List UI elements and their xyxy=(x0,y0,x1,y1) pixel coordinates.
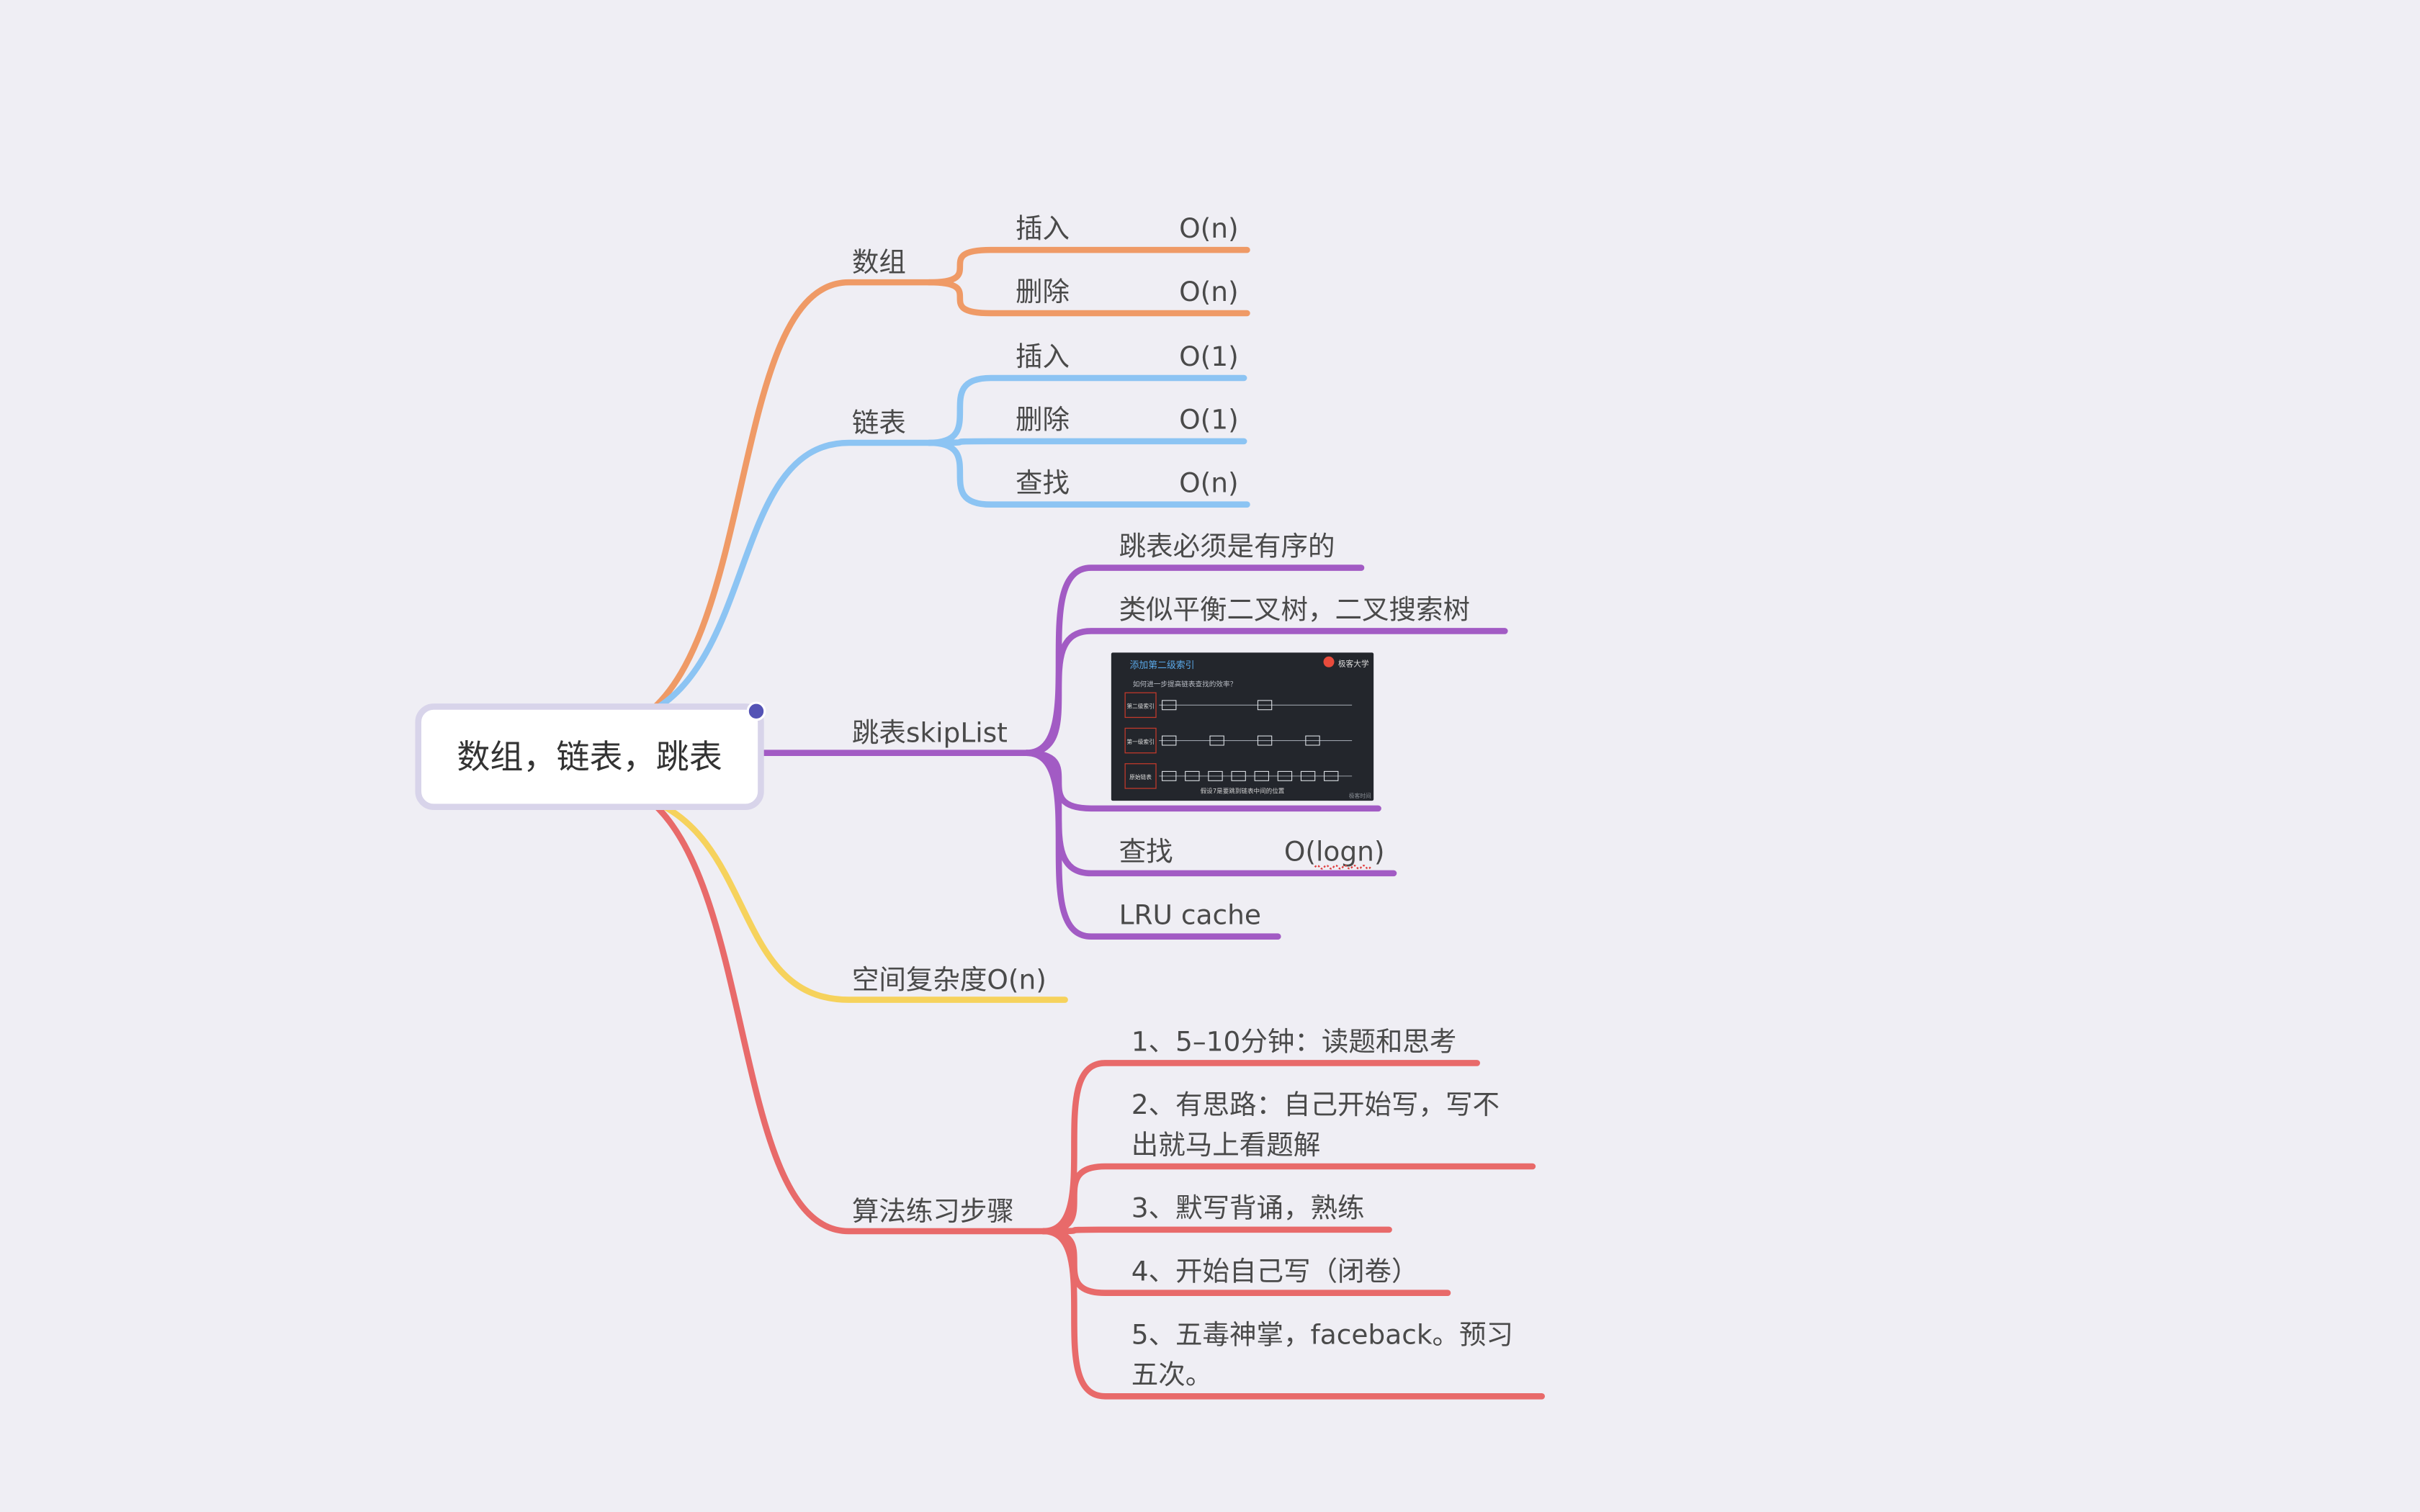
child-linkedlist-label-1: 删除 xyxy=(1016,404,1070,436)
branch-array-label: 数组 xyxy=(852,246,906,278)
brand-logo-icon xyxy=(1323,656,1335,667)
branch-line-space xyxy=(645,796,1068,1003)
root-topic[interactable]: 数组，链表，跳表 xyxy=(415,701,766,810)
child-linkedlist-label-2: 查找 xyxy=(1016,467,1070,499)
child-line-steps-1 xyxy=(1040,1163,1536,1235)
child-array-label-1: 删除 xyxy=(1016,276,1070,307)
thumbnail-level-2: 原始链表 xyxy=(1129,773,1152,780)
branch-line-steps xyxy=(645,796,1047,1235)
thumbnail-title: 添加第二级索引 xyxy=(1130,660,1195,671)
child-line-linkedlist-0 xyxy=(926,374,1247,446)
child-topic-steps-0[interactable]: 1、5–10分钟：读题和思考 xyxy=(1131,1025,1457,1057)
step-text-line-3-0: 4、开始自己写（闭卷） xyxy=(1131,1256,1419,1287)
child-topic-array-0[interactable]: 插入 O(n) xyxy=(1016,212,1239,244)
thumbnail-caption: 假设7是要跳到链表中间的位置 xyxy=(1201,786,1285,795)
child-line-skiplist-1 xyxy=(1023,628,1508,756)
child-line-steps-2 xyxy=(1040,1226,1392,1235)
child-skiplist-label-4: LRU cache xyxy=(1119,899,1261,931)
complexity-value-linkedlist-1: O(1) xyxy=(1179,404,1239,436)
child-line-linkedlist-2 xyxy=(926,439,1250,508)
branch-skiplist-label: 跳表skipList xyxy=(852,717,1008,749)
step-text-line-4-1: 五次。 xyxy=(1131,1359,1213,1390)
thumbnail-level-0: 第二级索引 xyxy=(1126,703,1155,710)
complexity-value-array-1: O(n) xyxy=(1179,276,1239,307)
branch-steps-label: 算法练习步骤 xyxy=(852,1195,1014,1227)
collapse-dot-icon[interactable] xyxy=(746,701,766,721)
spellcheck-underline xyxy=(1314,864,1371,870)
child-topic-skiplist-0[interactable]: 跳表必须是有序的 xyxy=(1119,530,1335,562)
child-line-array-0 xyxy=(926,246,1250,286)
child-array-label-0: 插入 xyxy=(1016,212,1070,244)
complexity-value-skiplist-3: O(logn) xyxy=(1284,836,1385,868)
complexity-value-linkedlist-0: O(1) xyxy=(1179,341,1239,372)
child-topic-linkedlist-1[interactable]: 删除 O(1) xyxy=(1016,404,1239,436)
child-line-array-1 xyxy=(926,279,1250,317)
child-line-skiplist-4 xyxy=(1023,750,1281,940)
branch-line-array xyxy=(645,279,933,716)
child-topic-skiplist-3[interactable]: 查找 O(logn) xyxy=(1119,836,1385,870)
child-topic-linkedlist-2[interactable]: 查找 O(n) xyxy=(1016,467,1239,499)
root-topic-label: 数组，链表，跳表 xyxy=(457,737,722,776)
thumbnail-question: 如何进一步提高链表查找的效率？ xyxy=(1133,680,1237,689)
child-topic-array-1[interactable]: 删除 O(n) xyxy=(1016,276,1239,307)
branch-space-label: 空间复杂度O(n) xyxy=(852,964,1047,996)
child-skiplist-label-3: 查找 xyxy=(1119,836,1173,868)
step-text-line-4-0: 5、五毒神掌，faceback。预习 xyxy=(1131,1318,1513,1350)
complexity-value-linkedlist-2: O(n) xyxy=(1179,467,1239,499)
child-linkedlist-label-0: 插入 xyxy=(1016,341,1070,372)
child-topic-steps-2[interactable]: 3、默写背诵，熟练 xyxy=(1131,1192,1365,1224)
child-topic-skiplist-1[interactable]: 类似平衡二叉树，二叉搜索树 xyxy=(1119,593,1471,625)
child-topic-skiplist-4[interactable]: LRU cache xyxy=(1119,899,1261,931)
thumbnail-level-1: 第一级索引 xyxy=(1126,738,1155,745)
child-skiplist-label-1: 类似平衡二叉树，二叉搜索树 xyxy=(1119,593,1471,625)
branch-linkedlist-label: 链表 xyxy=(852,407,906,438)
child-topic-linkedlist-0[interactable]: 插入 O(1) xyxy=(1016,341,1239,372)
step-text-line-2-0: 3、默写背诵，熟练 xyxy=(1131,1192,1365,1224)
step-text-line-0-0: 1、5–10分钟：读题和思考 xyxy=(1131,1025,1457,1057)
step-text-line-1-1: 出就马上看题解 xyxy=(1131,1129,1321,1161)
branch-line-linkedlist xyxy=(645,439,933,716)
child-line-steps-4 xyxy=(1040,1228,1545,1400)
child-line-steps-0 xyxy=(1040,1060,1480,1235)
branch-connectors xyxy=(645,246,1545,1400)
child-line-linkedlist-1 xyxy=(926,438,1247,446)
child-skiplist-label-0: 跳表必须是有序的 xyxy=(1119,530,1335,562)
child-topic-steps-3[interactable]: 4、开始自己写（闭卷） xyxy=(1131,1256,1419,1287)
complexity-value-array-0: O(n) xyxy=(1179,212,1239,244)
step-text-line-1-0: 2、有思路：自己开始写，写不 xyxy=(1131,1089,1500,1120)
thumbnail-watermark: 极客时间 xyxy=(1349,792,1371,799)
thumbnail-brand: 极客大学 xyxy=(1338,660,1369,669)
